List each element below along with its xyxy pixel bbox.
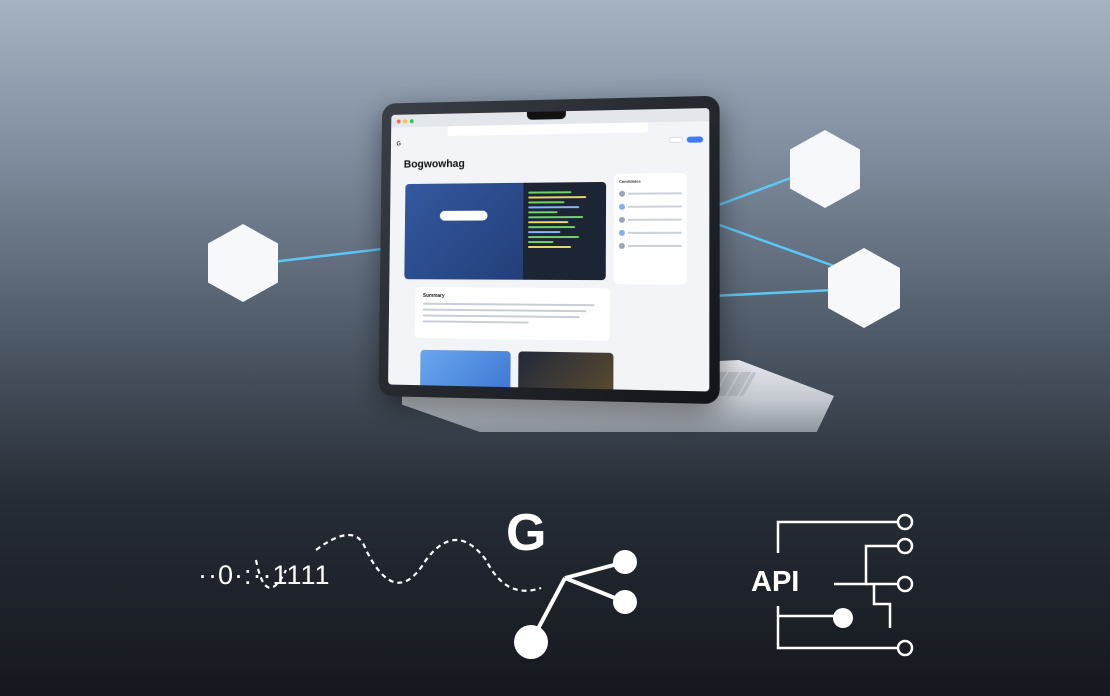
list-item[interactable] (618, 242, 682, 249)
api-circuit-icon (776, 513, 914, 657)
binary-right: 1111 (272, 560, 331, 590)
minimize-window-icon[interactable] (403, 118, 408, 123)
binary-left: 0 (217, 560, 235, 590)
network-graph-icon (514, 550, 637, 659)
hero-banner (404, 182, 524, 280)
hexagon-node-icon (790, 130, 860, 208)
code-panel (522, 181, 607, 281)
secondary-nav-button[interactable] (668, 136, 683, 144)
thumbnail-tile[interactable] (518, 351, 614, 392)
page-title: Bogwowhag (403, 158, 465, 171)
list-item[interactable] (618, 203, 682, 210)
list-item[interactable] (619, 190, 682, 197)
primary-nav-button[interactable] (686, 136, 704, 143)
content-card: Summary (414, 287, 610, 341)
avatar (618, 203, 626, 210)
avatar (619, 190, 626, 197)
maximize-window-icon[interactable] (409, 118, 414, 123)
link-line-middle-right (699, 216, 835, 268)
camera-notch (526, 110, 566, 120)
laptop-lid: G Bogwowhag Candidates (378, 95, 720, 405)
list-item[interactable] (618, 216, 682, 223)
dashed-data-path (254, 534, 542, 592)
laptop-screen: G Bogwowhag Candidates (388, 108, 710, 392)
avatar (618, 229, 625, 236)
api-label: API (751, 566, 800, 598)
avatar (618, 216, 625, 223)
binary-stream: ··0·:··1111 (198, 560, 331, 590)
hexagon-node-icon (828, 248, 900, 328)
hero-cta-button[interactable] (439, 210, 488, 221)
google-logo-icon[interactable]: G (396, 141, 401, 148)
top-nav: G (396, 132, 704, 151)
link-line-left (271, 246, 391, 264)
close-window-icon[interactable] (396, 119, 401, 123)
avatar (618, 242, 625, 249)
card-title: Summary (422, 292, 445, 299)
list-item[interactable] (618, 229, 682, 236)
thumbnail-tile[interactable] (420, 349, 511, 392)
sidebar-title: Candidates (619, 178, 641, 184)
card-footer (423, 326, 602, 328)
sidebar-panel: Candidates (613, 173, 687, 285)
g-letter: G (506, 504, 547, 562)
link-line-bottom-right (711, 288, 835, 298)
